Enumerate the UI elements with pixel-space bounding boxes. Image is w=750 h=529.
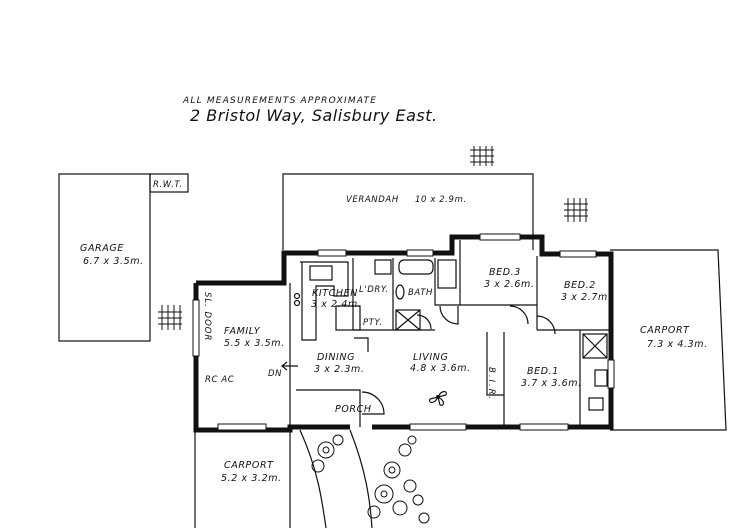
kitchen-size: 3 x 2.4m. xyxy=(311,299,362,310)
window xyxy=(317,249,347,257)
rc-ac-label: RC AC xyxy=(205,375,234,385)
kitchen-label: KITCHEN xyxy=(312,288,358,299)
bir-label: B.I.R. xyxy=(486,367,496,401)
garage-size: 6.7 x 3.5m. xyxy=(83,256,144,267)
pantry-outline xyxy=(335,305,361,331)
right-carport-outline xyxy=(610,249,727,431)
window xyxy=(559,250,597,258)
window xyxy=(479,233,521,241)
verandah-size: 10 x 2.9m. xyxy=(415,195,467,205)
right-carport-size: 7.3 x 4.3m. xyxy=(647,339,708,350)
verandah-outline xyxy=(282,173,534,250)
bathtub xyxy=(398,259,434,275)
pantry-label: PTY. xyxy=(363,318,383,328)
front-carport-label: CARPORT xyxy=(224,460,274,471)
robe-wall xyxy=(486,332,504,396)
laundry-label: L'DRY. xyxy=(359,285,389,295)
front-carport-size: 5.2 x 3.2m. xyxy=(221,473,282,484)
front-door-swing xyxy=(361,391,385,415)
ensuite-basin xyxy=(594,369,608,387)
bath-east-wall xyxy=(434,258,460,306)
ensuite-toilet xyxy=(588,397,604,411)
shower-cross xyxy=(395,309,421,331)
ceiling-fan-icon xyxy=(429,390,447,406)
window xyxy=(607,359,615,389)
door-swing xyxy=(509,305,529,325)
sliding-door-label: SL. DOOR xyxy=(202,292,212,341)
step-down-label: DN xyxy=(268,369,282,379)
step-arrow-icon xyxy=(281,361,298,371)
rwt-label: R.W.T. xyxy=(153,180,183,190)
door-swing xyxy=(536,315,556,335)
right-carport-label: CARPORT xyxy=(640,325,690,336)
bed3-label: BED.3 xyxy=(489,267,521,278)
trellis-icon xyxy=(158,305,182,330)
garden-flowers xyxy=(311,434,430,524)
bed1-size: 3.7 x 3.6m. xyxy=(521,378,582,389)
laundry-trough xyxy=(374,259,392,275)
address-title: 2 Bristol Way, Salisbury East. xyxy=(190,106,438,125)
family-size: 5.5 x 3.5m. xyxy=(224,338,285,349)
measurements-note: ALL MEASUREMENTS APPROXIMATE xyxy=(182,96,377,106)
window xyxy=(217,423,267,431)
garden-path-edge xyxy=(299,429,327,529)
bed1-label: BED.1 xyxy=(527,366,559,377)
porch-label: PORCH xyxy=(335,404,372,415)
cooktop-burner xyxy=(293,299,301,307)
kitchen-sink xyxy=(309,265,333,281)
garden-path-edge xyxy=(349,429,373,529)
window xyxy=(406,249,434,257)
bed2-size: 3 x 2.7m. xyxy=(561,292,612,303)
window xyxy=(409,423,467,431)
dining-label: DINING xyxy=(317,352,355,363)
bed2-label: BED.2 xyxy=(564,280,596,291)
sliding-door xyxy=(192,299,200,357)
trellis-icon xyxy=(564,198,588,222)
kitchen-bench xyxy=(300,261,349,341)
toilet xyxy=(437,259,457,289)
vanity-basin xyxy=(395,284,405,300)
window xyxy=(519,423,569,431)
porch-walls xyxy=(296,389,361,427)
bed3-size: 3 x 2.6m. xyxy=(484,279,535,290)
verandah-label: VERANDAH xyxy=(346,195,399,205)
door-swing xyxy=(439,305,459,325)
cooktop-burner xyxy=(293,292,301,300)
garage-label: GARAGE xyxy=(80,243,124,254)
rainwater-tank xyxy=(149,173,189,193)
dining-size: 3 x 2.3m. xyxy=(314,364,365,375)
door-swing xyxy=(354,337,369,352)
trellis-icon xyxy=(470,146,494,166)
ensuite-shower-cross xyxy=(582,333,608,359)
living-size: 4.8 x 3.6m. xyxy=(410,363,471,374)
shower xyxy=(395,309,421,331)
bath-label: BATH xyxy=(408,288,433,298)
door-swing xyxy=(416,314,432,330)
living-label: LIVING xyxy=(413,352,448,363)
family-label: FAMILY xyxy=(224,326,261,337)
ensuite-shower xyxy=(582,333,608,359)
garage-outline xyxy=(58,173,151,342)
